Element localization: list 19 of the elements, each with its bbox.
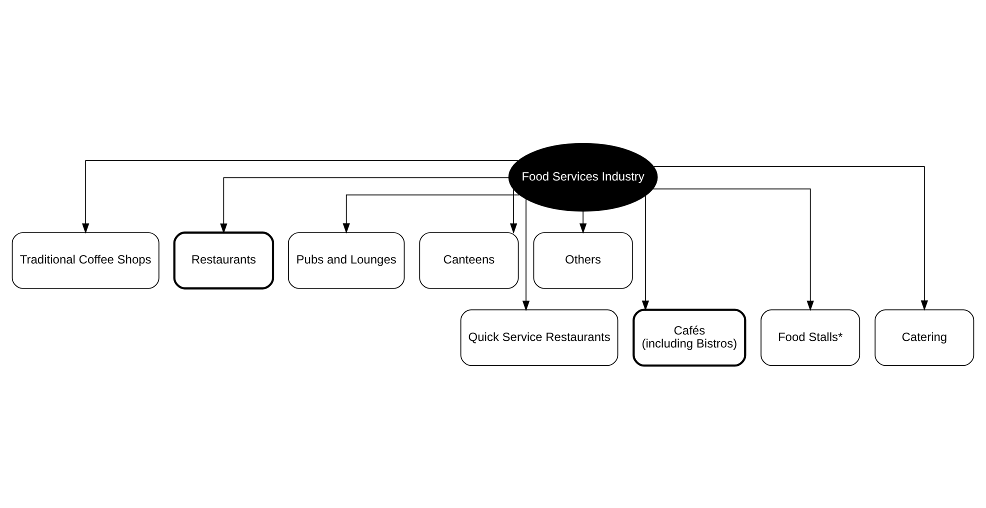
node-box: Quick Service Restaurants (460, 308, 618, 366)
node-ellipse: Food Services Industry (508, 142, 658, 212)
arrow (652, 188, 814, 311)
arrow (82, 160, 519, 234)
arrow (510, 188, 518, 234)
arrow (522, 198, 530, 311)
node-box: Canteens (419, 232, 519, 288)
arrow (642, 194, 650, 310)
node-box: Food Stalls* (760, 308, 860, 366)
node-box: Pubs and Lounges (288, 232, 405, 288)
node-box: Cafés (including Bistros) (632, 308, 746, 366)
node-box: Catering (874, 308, 974, 366)
arrow (579, 210, 587, 234)
node-box: Traditional Coffee Shops (12, 232, 160, 288)
arrow (220, 176, 510, 234)
node-box: Restaurants (173, 231, 274, 289)
arrow (342, 194, 520, 234)
arrow (653, 166, 928, 310)
node-box: Others (533, 232, 633, 288)
